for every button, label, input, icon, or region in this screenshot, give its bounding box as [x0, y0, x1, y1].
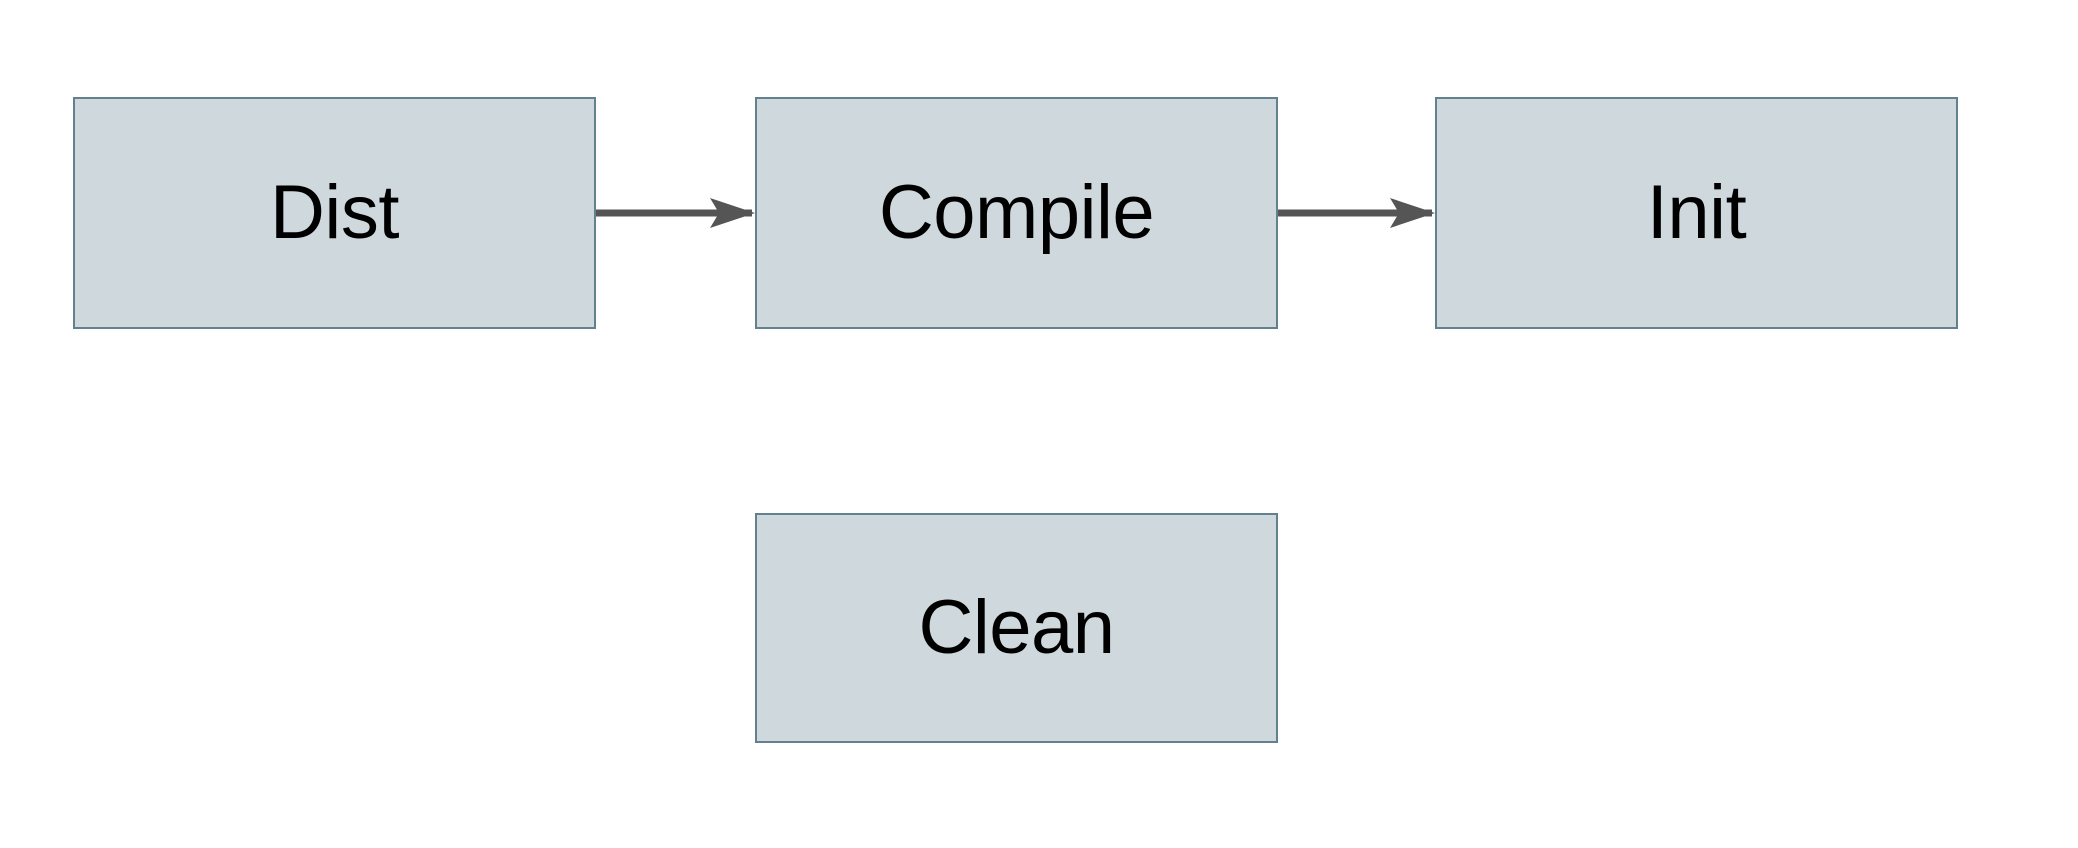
node-compile-label: Compile	[878, 170, 1155, 255]
node-init-label: Init	[1646, 170, 1747, 255]
edge-dist-to-compile[interactable]	[596, 198, 755, 228]
node-init[interactable]: Init	[1435, 97, 1958, 329]
node-dist-label: Dist	[270, 170, 399, 255]
node-dist[interactable]: Dist	[73, 97, 596, 329]
node-compile[interactable]: Compile	[755, 97, 1278, 329]
node-clean-label: Clean	[918, 585, 1115, 670]
node-clean[interactable]: Clean	[755, 513, 1278, 743]
edge-compile-to-init[interactable]	[1278, 198, 1435, 228]
arrowhead-icon	[710, 198, 755, 228]
arrowhead-icon	[1390, 198, 1435, 228]
